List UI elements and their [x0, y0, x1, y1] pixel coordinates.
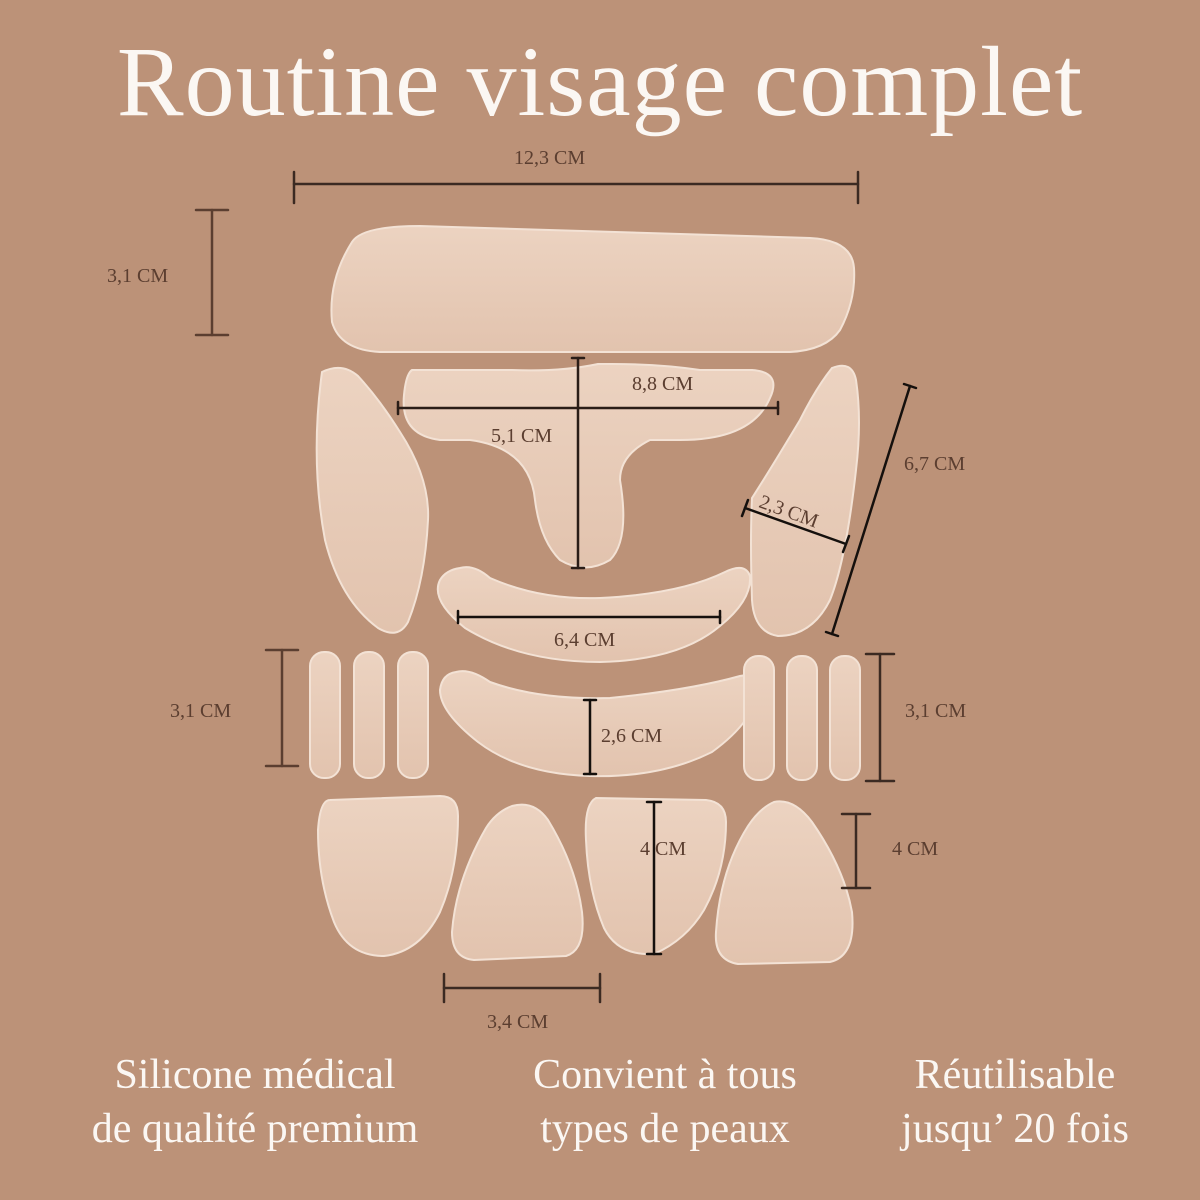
right-side-patch: [750, 364, 860, 638]
page-title: Routine visage complet: [116, 26, 1084, 137]
feature-line: jusqu’ 20 fois: [901, 1106, 1129, 1152]
cheek-center-height-label: 4 CM: [640, 838, 687, 860]
glabella-width-line: [396, 400, 780, 416]
strips-right-height-line: [864, 652, 896, 783]
strip-patch: [309, 651, 341, 779]
forehead-patch: [330, 224, 856, 353]
mouth-height-label: 2,6 CM: [601, 725, 663, 747]
feature-line: Réutilisable: [914, 1052, 1116, 1098]
feature-line: types de peaux: [540, 1106, 790, 1152]
strips-left-height-label: 3,1 CM: [170, 700, 232, 722]
strip-patch: [397, 651, 429, 779]
under-eye-patch: [436, 566, 752, 664]
cheek-right-height-line: [840, 812, 872, 890]
side-length-label: 6,7 CM: [904, 453, 966, 475]
strips-left-height-line: [264, 648, 300, 768]
cheek-patch: [714, 800, 854, 966]
side-length-line: [824, 382, 918, 638]
cheek-patch: [316, 794, 460, 958]
strip-patch: [786, 655, 818, 781]
forehead-width-label: 12,3 CM: [514, 147, 586, 169]
under-eye-width-line: [456, 609, 722, 625]
left-side-patch: [315, 366, 430, 634]
cheek-center-height-line: [645, 800, 663, 956]
forehead-height-line: [194, 208, 230, 337]
mouth-patch: [438, 670, 760, 778]
strip-patch: [743, 655, 775, 781]
feature-all-skin-types: Convient à tous types de peaux: [470, 1048, 860, 1156]
feature-medical-silicone: Silicone médical de qualité premium: [30, 1048, 480, 1156]
feature-line: Convient à tous: [533, 1052, 797, 1098]
feature-reusable: Réutilisable jusqu’ 20 fois: [860, 1048, 1170, 1156]
cheek-patch: [584, 796, 728, 956]
cheek-width-line: [442, 972, 602, 1004]
mouth-height-line: [582, 698, 598, 776]
forehead-width-line: [292, 170, 860, 205]
glabella-patch: [402, 363, 775, 569]
under-eye-width-label: 6,4 CM: [554, 629, 616, 651]
feature-line: Silicone médical: [114, 1052, 396, 1098]
glabella-height-line: [570, 356, 586, 570]
strip-patch: [829, 655, 861, 781]
strips-right-height-label: 3,1 CM: [905, 700, 967, 722]
strip-patch: [353, 651, 385, 779]
cheek-width-label: 3,4 CM: [487, 1011, 549, 1033]
glabella-width-label: 8,8 CM: [632, 373, 694, 395]
cheek-patch: [450, 803, 584, 962]
cheek-right-height-label: 4 CM: [892, 838, 939, 860]
glabella-height-label: 5,1 CM: [491, 425, 553, 447]
forehead-height-label: 3,1 CM: [107, 265, 169, 287]
side-width-line: [740, 498, 851, 554]
feature-line: de qualité premium: [91, 1106, 419, 1152]
